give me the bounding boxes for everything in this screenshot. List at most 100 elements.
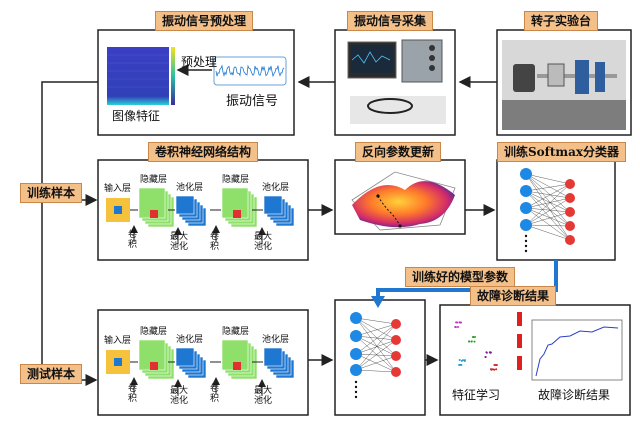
- divider-bar-1: [517, 312, 522, 326]
- scatter-point: [460, 359, 463, 362]
- title-acquisition: 振动信号采集: [347, 11, 434, 31]
- net-connection: [355, 335, 397, 373]
- net-connection: [525, 190, 571, 241]
- scatter-point: [460, 364, 463, 366]
- output-neuron: [565, 207, 575, 217]
- net-connection: [355, 323, 397, 355]
- scatter-point: [472, 336, 474, 338]
- output-neuron: [391, 319, 401, 329]
- train-maxpool1-label: 最大池化: [170, 232, 189, 252]
- cnn-train-layers: [106, 187, 295, 244]
- net-connection: [525, 183, 571, 209]
- ellipsis-dot: [524, 244, 528, 248]
- ellipsis-dot: [354, 380, 358, 384]
- scatter-point: [458, 364, 461, 366]
- test-pool1-label: 池化层: [176, 335, 204, 345]
- title-backprop: 反向参数更新: [355, 142, 442, 162]
- output-neuron: [391, 351, 401, 361]
- test-pool2-label: 池化层: [262, 335, 290, 345]
- train-hidden1-label: 隐藏层: [140, 175, 168, 185]
- test-maxpool1-label: 最大池化: [170, 386, 189, 406]
- input-patch: [114, 206, 122, 214]
- motor: [513, 64, 535, 92]
- net-connection: [525, 190, 571, 227]
- train-conv2-label: 卷积: [210, 232, 220, 252]
- scatter-point: [455, 321, 458, 324]
- scatter-point: [457, 326, 459, 328]
- scatter-point: [485, 351, 488, 354]
- train-input-label: 输入层: [104, 184, 132, 194]
- net-connection: [355, 323, 397, 371]
- left-trunk: [41, 81, 98, 380]
- cnn-test-layers: [106, 339, 295, 396]
- scatter-point: [493, 364, 496, 366]
- net-connection: [525, 173, 571, 227]
- train-pool1-label: 池化层: [176, 183, 204, 193]
- net-connection: [525, 224, 571, 241]
- scatter-point: [464, 359, 466, 362]
- ellipsis-dot: [524, 249, 528, 253]
- scatter-point: [489, 351, 492, 354]
- net-connection: [525, 190, 571, 199]
- pool-layer-2: [263, 195, 283, 215]
- label-train-samples: 训练样本: [20, 183, 83, 203]
- title-rotor: 转子实验台: [524, 11, 599, 31]
- colorbar: [171, 47, 175, 105]
- net-connection: [525, 190, 571, 213]
- net-connection: [525, 183, 571, 192]
- output-neuron: [565, 235, 575, 245]
- test-input-label: 输入层: [104, 336, 132, 346]
- train-maxpool2-label: 最大池化: [254, 232, 273, 252]
- net-connection: [355, 317, 397, 341]
- daq-device: [401, 39, 443, 83]
- ellipsis-dot: [524, 239, 528, 243]
- test-maxpool2-label: 最大池化: [254, 386, 273, 406]
- title-cnn: 卷积神经网络结构: [148, 142, 259, 162]
- kernel-2: [233, 210, 241, 218]
- net-connection: [525, 183, 571, 226]
- vibration-signal: [215, 64, 285, 78]
- net-connection: [525, 173, 571, 185]
- pool-layer-2: [263, 347, 283, 367]
- net-connection: [525, 211, 571, 226]
- net-connection: [355, 339, 397, 371]
- net-connection: [525, 224, 571, 227]
- title-preprocess: 振动信号预处理: [155, 11, 254, 31]
- scatter-point: [458, 359, 461, 361]
- ellipsis-dot: [354, 385, 358, 389]
- output-neuron: [565, 179, 575, 189]
- scatter-point: [491, 368, 494, 371]
- pool-layer-1: [175, 195, 195, 215]
- net-connection: [525, 207, 571, 241]
- net-connection: [355, 317, 397, 357]
- trained-params-arrowhead: [371, 296, 385, 308]
- softmax-network: [520, 168, 575, 253]
- net-connection: [525, 173, 571, 213]
- input-neuron: [520, 168, 532, 180]
- input-neuron: [350, 312, 362, 324]
- input-neuron: [520, 185, 532, 197]
- rotor-disk: [575, 60, 589, 94]
- trained-params-line: [376, 260, 558, 300]
- accuracy-plot: [531, 319, 623, 381]
- net-connection: [355, 335, 397, 341]
- output-neuron: [391, 335, 401, 345]
- title-trained-params: 训练好的模型参数: [405, 267, 516, 287]
- scatter-point: [470, 340, 473, 343]
- input-neuron: [350, 364, 362, 376]
- net-connection: [355, 323, 397, 337]
- test-conv1-label: 卷积: [128, 384, 138, 404]
- ellipsis-dot: [354, 395, 358, 399]
- output-neuron: [391, 367, 401, 377]
- image-label: 图像特征: [112, 109, 161, 123]
- input-neuron: [350, 330, 362, 342]
- signal-box: [213, 56, 287, 86]
- feature-image: [107, 47, 169, 105]
- net-connection: [355, 355, 397, 371]
- output-neuron: [565, 221, 575, 231]
- title-softmax: 训练Softmax分类器: [497, 142, 627, 162]
- accuracy-curve: [535, 326, 619, 377]
- feature-learning-label: 特征学习: [452, 388, 501, 402]
- label-test-samples: 测试样本: [20, 364, 83, 384]
